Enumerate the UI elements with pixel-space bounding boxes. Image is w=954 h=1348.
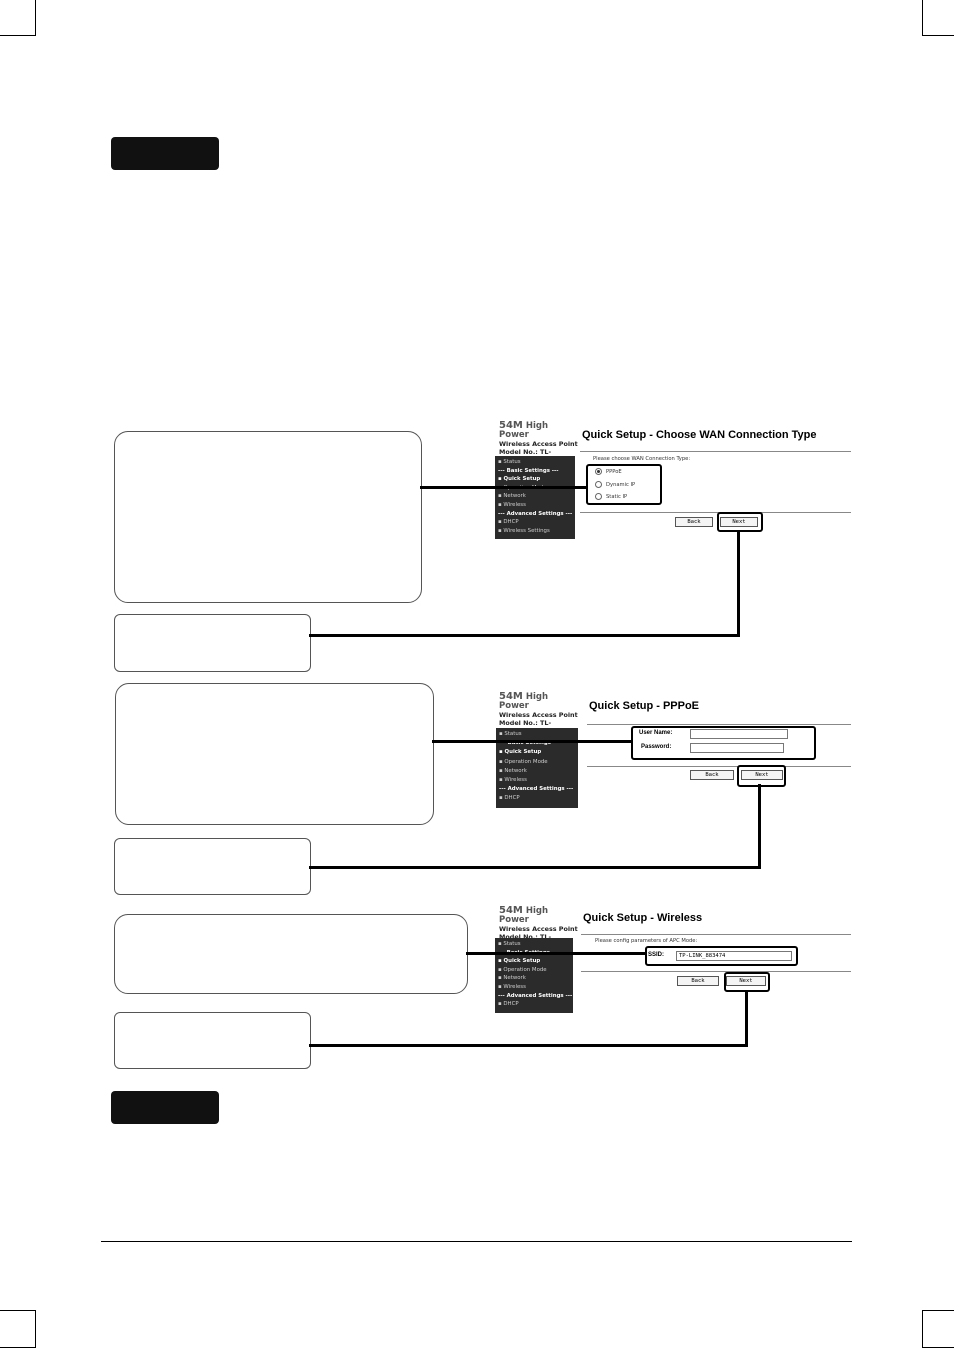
radio-icon xyxy=(595,493,602,500)
menu-item-quick-setup[interactable]: ▪ Quick Setup xyxy=(499,749,542,756)
divider xyxy=(580,451,851,452)
radio-dynamic-ip[interactable]: Dynamic IP xyxy=(595,481,635,488)
divider xyxy=(580,512,851,513)
callout-step3-next xyxy=(114,1012,311,1069)
user-name-input[interactable] xyxy=(690,729,788,739)
page-title: Quick Setup - Wireless xyxy=(583,912,703,924)
ssid-label: SSID: xyxy=(648,952,665,958)
section-tab-top xyxy=(111,137,219,170)
connector-step1-next-v xyxy=(737,530,740,636)
highlight-next-step3 xyxy=(724,972,770,992)
highlight-wan-options xyxy=(586,464,662,505)
menu-item-dhcp[interactable]: ▪ DHCP xyxy=(498,1001,519,1008)
page-title: Quick Setup - PPPoE xyxy=(589,700,700,712)
highlight-pppoe-fields xyxy=(631,726,816,760)
back-button[interactable]: Back xyxy=(690,770,734,780)
ssid-input[interactable]: TP-LINK_883474 xyxy=(676,951,792,961)
next-button[interactable]: Next xyxy=(720,517,758,527)
sidebar-brand: 54M High Power Wireless Access Point Mod… xyxy=(495,419,579,464)
sidebar-brand: 54M High Power Wireless Access Point Mod… xyxy=(495,688,579,735)
connector-step1-desc xyxy=(420,486,587,489)
divider xyxy=(581,971,851,972)
radio-icon xyxy=(595,468,602,475)
screenshot-wireless: 54M High Power Wireless Access Point Mod… xyxy=(495,903,851,1013)
connector-step2-next-v xyxy=(758,784,761,869)
highlight-ssid-field xyxy=(645,946,798,966)
menu-section-advanced: --- Advanced Settings --- xyxy=(498,510,573,517)
radio-pppoe[interactable]: PPPoE xyxy=(595,468,622,475)
menu-section-advanced: --- Advanced Settings --- xyxy=(499,786,574,793)
connector-step3-next-v xyxy=(745,990,748,1047)
callout-step3-description xyxy=(114,914,468,994)
crop-mark-top-right xyxy=(922,0,954,36)
menu-item-status[interactable]: ▪ Status xyxy=(498,459,521,465)
next-button[interactable]: Next xyxy=(741,770,783,780)
screenshot-pppoe: 54M High Power Wireless Access Point Mod… xyxy=(495,688,851,808)
divider xyxy=(587,724,851,725)
password-input[interactable] xyxy=(690,743,784,753)
menu-item-wireless-settings[interactable]: ▪ Wireless Settings xyxy=(498,527,550,534)
callout-step1-description xyxy=(114,431,422,603)
connector-step3-desc xyxy=(466,952,646,955)
crop-mark-bottom-left xyxy=(0,1310,36,1348)
highlight-next-step2 xyxy=(737,765,786,787)
screenshot-wan-type: 54M High Power Wireless Access Point Mod… xyxy=(495,419,851,539)
connector-step1-next-h xyxy=(309,634,740,637)
menu-item-network[interactable]: ▪ Network xyxy=(498,493,526,500)
wireless-prompt: Please config parameters of APC Mode: xyxy=(595,938,698,944)
callout-step2-next xyxy=(114,838,311,895)
menu-item-quick-setup[interactable]: ▪ Quick Setup xyxy=(498,476,541,483)
connector-step2-desc xyxy=(432,740,632,743)
sidebar-brand: 54M High Power Wireless Access Point Mod… xyxy=(495,903,579,949)
menu-item-wireless[interactable]: ▪ Wireless xyxy=(498,983,526,990)
menu-section-basic: --- Basic Settings --- xyxy=(498,467,559,474)
password-label: Password: xyxy=(641,744,672,750)
sidebar-menu: ▪ Status --- Basic Settings --- ▪ Quick … xyxy=(495,938,573,1013)
footer-rule xyxy=(101,1241,852,1242)
page-title: Quick Setup - Choose WAN Connection Type xyxy=(582,429,817,441)
crop-mark-top-left xyxy=(0,0,36,36)
menu-item-wireless[interactable]: ▪ Wireless xyxy=(499,777,527,784)
menu-item-network[interactable]: ▪ Network xyxy=(499,767,527,774)
menu-item-dhcp[interactable]: ▪ DHCP xyxy=(498,519,519,526)
radio-icon xyxy=(595,481,602,488)
menu-item-status[interactable]: ▪ Status xyxy=(498,941,521,947)
connector-step3-next-h xyxy=(309,1044,748,1047)
section-tab-bottom xyxy=(111,1091,219,1124)
divider xyxy=(587,766,851,767)
sidebar-menu: ▪ Status --- Basic Settings --- ▪ Quick … xyxy=(495,456,575,539)
menu-item-wireless[interactable]: ▪ Wireless xyxy=(498,501,526,508)
wan-prompt: Please choose WAN Connection Type: xyxy=(593,456,691,462)
connector-step2-next-h xyxy=(309,866,761,869)
menu-section-basic: --- Basic Settings --- xyxy=(499,740,560,747)
menu-item-operation-mode[interactable]: ▪ Operation Mode xyxy=(499,758,548,765)
callout-step1-next xyxy=(114,614,311,672)
divider xyxy=(581,934,851,935)
user-name-label: User Name: xyxy=(639,730,673,736)
highlight-next-step1 xyxy=(717,512,763,532)
menu-item-quick-setup[interactable]: ▪ Quick Setup xyxy=(498,958,541,965)
menu-item-status[interactable]: ▪ Status xyxy=(499,731,522,737)
crop-mark-bottom-right xyxy=(922,1310,954,1348)
menu-item-dhcp[interactable]: ▪ DHCP xyxy=(499,795,520,802)
radio-static-ip[interactable]: Static IP xyxy=(595,493,627,500)
menu-item-operation-mode[interactable]: ▪ Operation Mode xyxy=(498,966,547,973)
callout-step2-description xyxy=(115,683,434,825)
menu-item-network[interactable]: ▪ Network xyxy=(498,975,526,982)
back-button[interactable]: Back xyxy=(677,976,719,986)
back-button[interactable]: Back xyxy=(675,517,713,527)
next-button[interactable]: Next xyxy=(726,976,766,986)
menu-section-advanced: --- Advanced Settings --- xyxy=(498,992,573,999)
